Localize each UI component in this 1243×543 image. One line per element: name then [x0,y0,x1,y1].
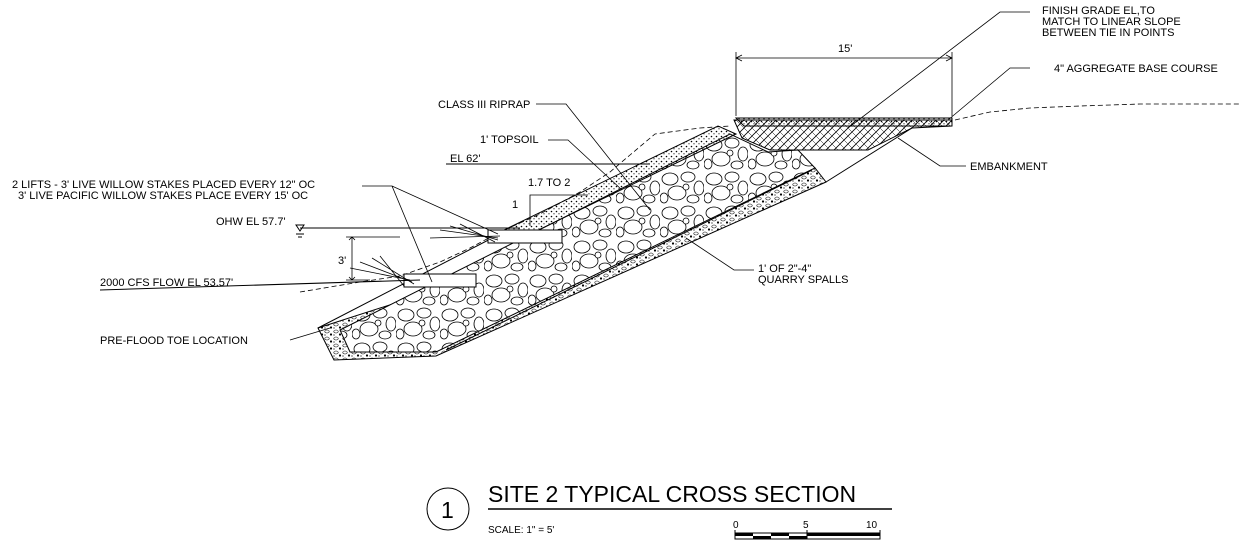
quarry-spalls-label-2: QUARRY SPALLS [758,274,849,286]
scale-tick-5: 5 [803,520,809,531]
width-dim-label: 15' [838,43,852,55]
willow-label-1: 2 LIFTS - 3' LIVE WILLOW STAKES PLACED E… [12,179,315,191]
scale-tick-0: 0 [733,520,739,531]
width-dimension [735,52,953,116]
aggregate-base-label: 4" AGGREGATE BASE COURSE [1054,63,1218,75]
willow-stakes-upper [429,223,501,243]
leader-willow [362,185,499,283]
detail-number-circle [426,487,470,531]
topsoil-label: 1' TOPSOIL [480,134,539,146]
embankment-slope [825,127,913,183]
scale-bar [734,530,881,540]
aggregate-base-strip [734,117,953,127]
el62-label: EL 62' [450,153,480,165]
embankment-label: EMBANKMENT [970,161,1048,173]
scale-tick-10: 10 [866,520,878,531]
willow-lift-upper [487,229,563,244]
finish-grade-label-2: MATCH TO LINEAR SLOPE [1042,16,1181,28]
drawing-title: SITE 2 TYPICAL CROSS SECTION [488,481,856,507]
willow-stakes-lower [349,255,415,287]
detail-number: 1 [441,497,454,523]
quarry-spalls-label-1: 1' OF 2"-4" [758,263,811,275]
lift-height-dim [346,236,400,281]
leader-finish-grade [847,11,1030,129]
leader-topsoil [548,139,623,191]
finish-grade-label-1: FINISH GRADE EL,TO [1042,5,1155,17]
leader-embankment [897,137,966,167]
flow-2000-label: 2000 CFS FLOW EL 53.57' [100,277,233,289]
pre-flood-toe-label: PRE-FLOOD TOE LOCATION [100,335,248,347]
scale-label: SCALE: 1" = 5' [488,525,554,536]
leader-aggregate [947,67,1030,121]
ohw-symbol [295,224,305,238]
riprap-body [339,133,816,353]
willow-label-2: 3' LIVE PACIFIC WILLOW STAKES PLACE EVER… [18,190,308,202]
slope-ratio-triangle [529,194,588,226]
finish-grade-label-3: BETWEEN TIE IN POINTS [1042,27,1174,39]
ohw-label: OHW EL 57.7' [216,216,286,228]
leader-spalls [685,237,754,271]
leader-toe [289,327,331,341]
spalls-inner-line [445,169,813,351]
existing-ground-right [954,103,1240,121]
lift-height-label: 3' [338,255,346,267]
slope-ratio-label: 1.7 TO 2 [528,177,570,189]
leader-riprap [536,103,651,211]
class-riprap-label: CLASS III RIPRAP [438,99,530,111]
flow-2000-line [99,279,421,291]
slope-rise-label: 1 [512,199,518,211]
